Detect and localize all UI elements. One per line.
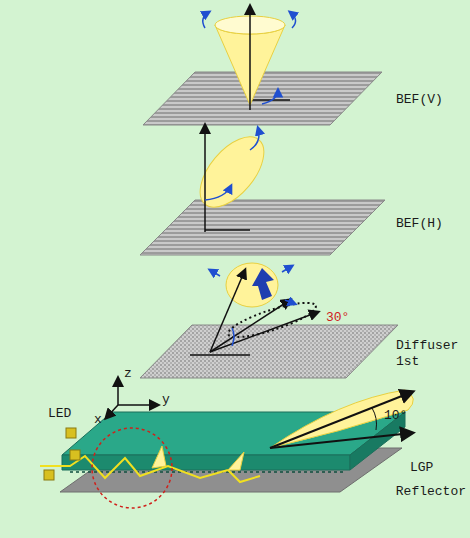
rotation-arrow bbox=[290, 12, 296, 28]
axis-line bbox=[205, 229, 250, 231]
axis-label: z bbox=[124, 366, 132, 382]
bef-h-sheet bbox=[140, 200, 385, 255]
ray-arrow bbox=[210, 312, 318, 352]
led-cube bbox=[70, 450, 80, 460]
normal-arrow bbox=[204, 125, 206, 232]
light-lobe bbox=[270, 390, 413, 448]
diffuser-sheet bbox=[140, 325, 398, 378]
angle-label: 10° bbox=[384, 408, 407, 424]
layer-label: Diffuser 1st bbox=[396, 338, 464, 370]
normal-arrow bbox=[249, 6, 251, 110]
part-label: LED bbox=[48, 406, 71, 422]
bef-v-sheet bbox=[143, 72, 382, 125]
layer-label: LGP bbox=[410, 460, 433, 476]
axes bbox=[117, 378, 119, 405]
angle-arc bbox=[232, 328, 234, 346]
rotation-arrow bbox=[250, 128, 259, 150]
light-path bbox=[40, 456, 228, 478]
ray-arrow bbox=[210, 300, 290, 352]
ray-arrow bbox=[270, 433, 412, 448]
dotted-lobe bbox=[225, 296, 319, 343]
axes bbox=[106, 378, 158, 418]
axis-label: y bbox=[162, 392, 170, 408]
light-path bbox=[228, 470, 260, 482]
led-cube bbox=[66, 428, 76, 438]
shift-arrow bbox=[252, 268, 274, 300]
spread-arrow bbox=[282, 266, 292, 272]
rotation-arrow bbox=[205, 186, 231, 200]
angle-arc bbox=[372, 408, 377, 430]
layer-label: BEF(H) bbox=[396, 216, 443, 232]
light-lobe bbox=[188, 126, 276, 219]
layer-label: BEF(V) bbox=[396, 92, 443, 108]
axes bbox=[118, 404, 158, 406]
led-cube bbox=[44, 428, 80, 480]
spread-arrow bbox=[210, 270, 220, 276]
rotation-arrow bbox=[203, 12, 209, 28]
angle-label: 30° bbox=[326, 310, 349, 326]
axis-label: x bbox=[94, 412, 102, 428]
led-cube bbox=[44, 470, 54, 480]
ray-arrow bbox=[270, 392, 412, 448]
light-spot bbox=[152, 446, 166, 468]
ray-arrow bbox=[210, 270, 245, 352]
light-lobe bbox=[226, 263, 278, 307]
lgp-front bbox=[62, 455, 350, 470]
spread-arrow bbox=[285, 300, 295, 304]
axis-line bbox=[190, 354, 250, 356]
highlight-circle bbox=[92, 428, 172, 508]
layer-label: Reflector bbox=[396, 484, 466, 500]
rotation-arrow bbox=[262, 90, 278, 104]
axes bbox=[106, 405, 118, 418]
light-spot bbox=[228, 452, 244, 470]
